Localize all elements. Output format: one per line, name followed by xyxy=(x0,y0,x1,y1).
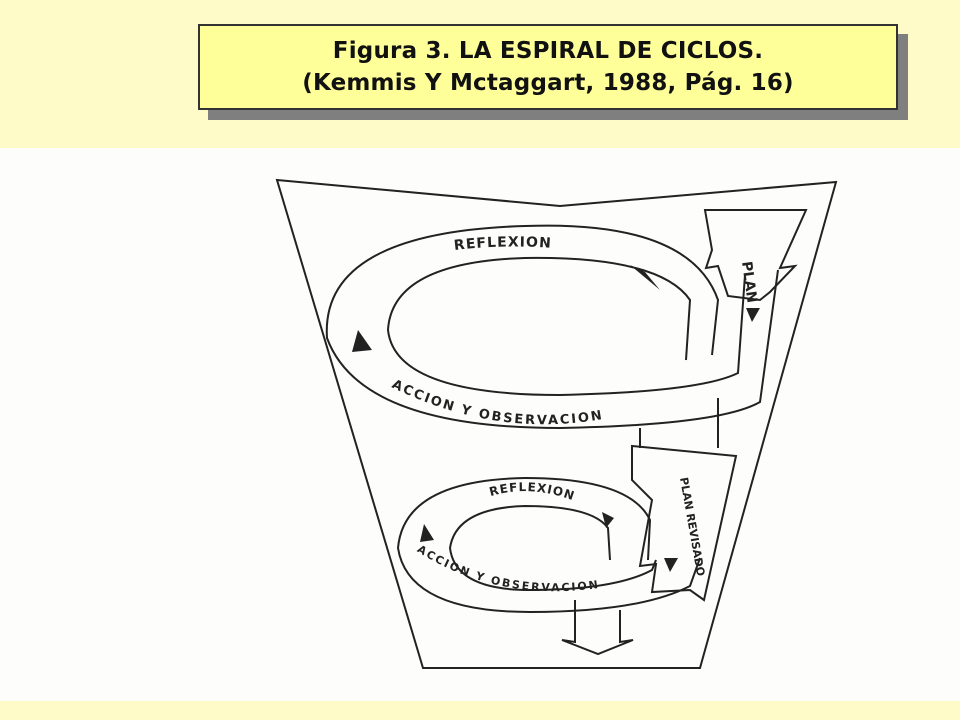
plan-revisado-label: PLAN REVISADO xyxy=(677,476,707,577)
plan-revisado-arrow xyxy=(631,444,738,602)
exit-arrow xyxy=(561,600,634,656)
lower-reflexion-label: REFLEXION xyxy=(488,480,577,503)
title-line-2: (Kemmis Y Mctaggart, 1988, Pág. 16) xyxy=(302,70,794,96)
direction-arrowhead-plan-revisado xyxy=(664,558,678,572)
upper-cycle-loop xyxy=(325,224,779,430)
lower-cycle-loop xyxy=(396,476,701,614)
upper-accion-observacion-label: ACCION Y OBSERVACION xyxy=(389,377,604,428)
lower-accion-observacion-label: ACCION Y OBSERVACION xyxy=(415,542,601,594)
direction-arrowhead-lower-right xyxy=(602,512,614,528)
slide-footer-strip xyxy=(0,701,960,720)
direction-arrowhead-left xyxy=(352,330,372,352)
title-line-1: Figura 3. LA ESPIRAL DE CICLOS. xyxy=(332,38,764,64)
funnel-outline xyxy=(275,178,838,669)
direction-arrowhead-lower-left xyxy=(420,524,434,542)
plan-arrow xyxy=(703,209,808,302)
direction-arrowhead-top-right xyxy=(630,265,660,290)
direction-arrowhead-plan xyxy=(746,308,760,322)
connector-channel xyxy=(639,398,719,448)
title-box: Figura 3. LA ESPIRAL DE CICLOS. (Kemmis … xyxy=(198,24,898,110)
plan-label: PLAN xyxy=(738,260,760,304)
upper-reflexion-label: REFLEXION xyxy=(453,234,552,254)
